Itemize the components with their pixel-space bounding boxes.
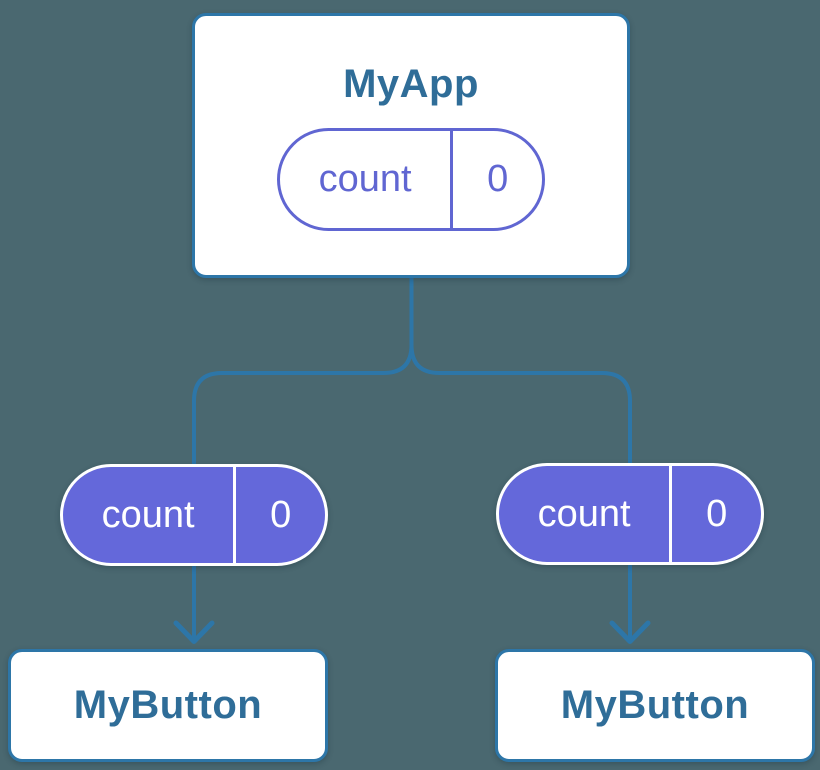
child-component-node-right: MyButton: [495, 649, 815, 762]
parent-component-name: MyApp: [343, 62, 479, 106]
arrowhead-right-icon: [609, 620, 651, 644]
state-pill: count 0: [277, 128, 545, 231]
arrowhead-left-icon: [173, 620, 215, 644]
prop-pill-left: count 0: [60, 464, 328, 566]
state-pill-value: 0: [450, 131, 542, 228]
parent-component-node: MyApp count 0: [192, 13, 630, 278]
prop-pill-left-label: count: [101, 493, 195, 536]
state-pill-label: count: [318, 158, 412, 200]
child-component-node-left: MyButton: [8, 649, 328, 762]
prop-pill-right-label: count: [537, 492, 631, 535]
connector-branch-left: [192, 344, 414, 639]
prop-pill-right: count 0: [496, 463, 764, 565]
prop-pill-left-value: 0: [233, 467, 325, 563]
prop-pill-right-value: 0: [669, 466, 761, 562]
connector-branch-right: [409, 344, 632, 639]
